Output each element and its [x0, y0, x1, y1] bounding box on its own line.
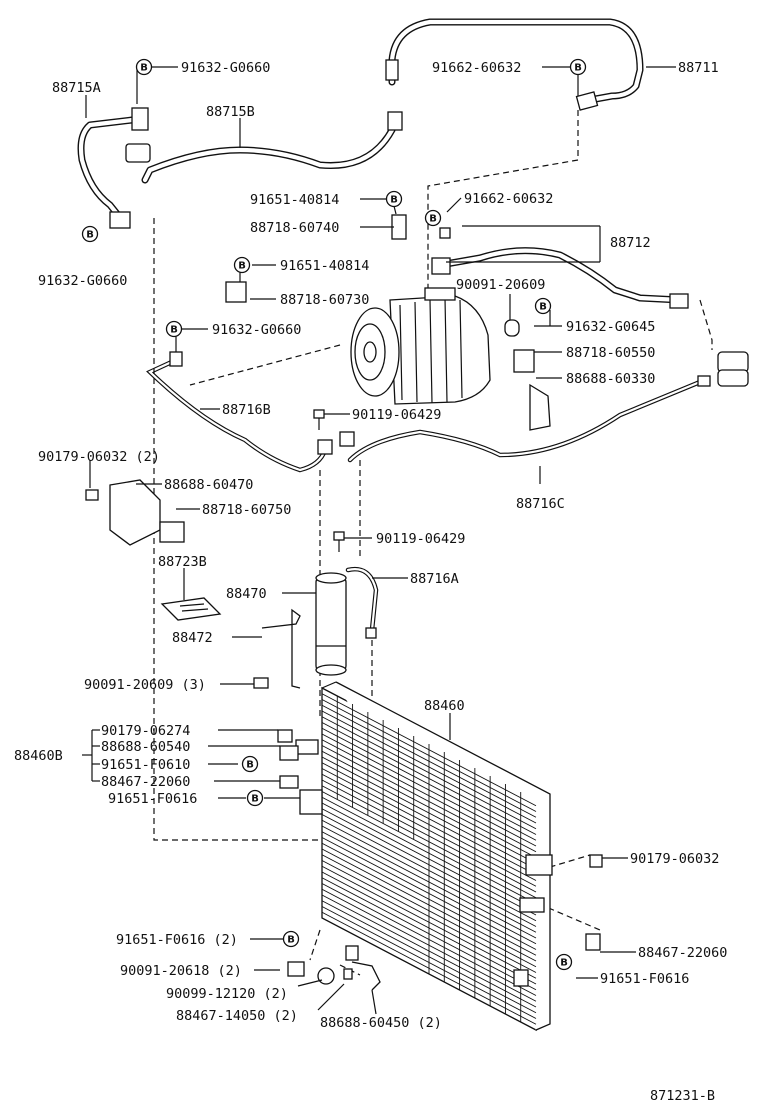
- label-88723B: 88723B: [158, 554, 207, 570]
- svg-text:B: B: [539, 302, 547, 313]
- label-91651-f0616-a: 91651-F0616: [108, 791, 197, 807]
- pad-88723B: [160, 597, 222, 621]
- label-88688-60470: 88688-60470: [164, 477, 253, 493]
- label-91632-g0645: 91632-G0645: [566, 319, 655, 335]
- pipe-88711: [385, 18, 644, 111]
- label-90179-06032: 90179-06032: [630, 851, 719, 867]
- compressor-icon: [350, 287, 520, 405]
- label-88718-60730: 88718-60730: [280, 292, 369, 308]
- svg-text:B: B: [86, 230, 94, 241]
- label-88467-14050-2: 88467-14050 (2): [176, 1008, 298, 1024]
- label-88460B: 88460B: [14, 748, 63, 764]
- label-88688-60540: 88688-60540: [101, 739, 190, 755]
- label-88716B: 88716B: [222, 402, 271, 418]
- condenser-core-mesh: [321, 693, 537, 1025]
- label-91632-g0660-b: 91632-G0660: [38, 273, 127, 289]
- bolt-markers: B B B B B B B B B B B B: [81, 58, 587, 971]
- bolt-marker-icon: B: [241, 755, 259, 773]
- label-90119-06429-a: 90119-06429: [352, 407, 441, 423]
- label-90179-06274: 90179-06274: [101, 723, 190, 739]
- bolt-marker-icon: B: [81, 225, 99, 243]
- label-91651-40814-b: 91651-40814: [280, 258, 369, 274]
- label-88688-60330: 88688-60330: [566, 371, 655, 387]
- label-91632-g0660-c: 91632-G0660: [212, 322, 301, 338]
- label-88718-60550: 88718-60550: [566, 345, 655, 361]
- label-91651-40814-a: 91651-40814: [250, 192, 339, 208]
- condenser-icon: [295, 681, 553, 1032]
- bracket-88688-60470: [85, 479, 185, 546]
- bolt-marker-icon: B: [534, 297, 552, 315]
- label-91662-60632-a: 91662-60632: [432, 60, 521, 76]
- label-88472: 88472: [172, 630, 213, 646]
- svg-text:B: B: [140, 63, 148, 74]
- bolt-marker-icon: B: [569, 58, 587, 76]
- svg-text:B: B: [429, 214, 437, 225]
- label-88470: 88470: [226, 586, 267, 602]
- label-88718-60740: 88718-60740: [250, 220, 339, 236]
- bolt-marker-icon: B: [385, 190, 403, 208]
- pipe-88716B: [146, 351, 333, 473]
- label-91651-f0616-2: 91651-F0616 (2): [116, 932, 238, 948]
- pipe-88716C: [339, 351, 749, 463]
- label-91662-60632-b: 91662-60632: [464, 191, 553, 207]
- svg-text:B: B: [574, 63, 582, 74]
- label-88711: 88711: [678, 60, 719, 76]
- bolt-marker-icon: B: [233, 256, 251, 274]
- bolt-marker-icon: B: [282, 930, 300, 948]
- svg-text:B: B: [287, 935, 295, 946]
- label-91651-f0610: 91651-F0610: [101, 757, 190, 773]
- label-91651-f0616-b: 91651-F0616: [600, 971, 689, 987]
- label-90119-06429-b: 90119-06429: [376, 531, 465, 547]
- label-91632-g0660-a: 91632-G0660: [181, 60, 270, 76]
- svg-text:B: B: [170, 325, 178, 336]
- label-88716A: 88716A: [410, 571, 459, 587]
- receiver-dryer-icon: [315, 572, 347, 676]
- svg-text:B: B: [251, 794, 259, 805]
- svg-text:B: B: [238, 261, 246, 272]
- bolt-marker-icon: B: [246, 789, 264, 807]
- label-90091-20609: 90091-20609: [456, 277, 545, 293]
- pipe-88715A: [77, 107, 149, 229]
- label-90179-06032-2: 90179-06032 (2): [38, 449, 160, 465]
- diagram-code: 871231-B: [650, 1088, 715, 1104]
- label-90091-20618-2: 90091-20618 (2): [120, 963, 242, 979]
- label-88467-22060-a: 88467-22060: [101, 774, 190, 790]
- leader-lines: [82, 66, 676, 1015]
- label-90091-20609-3: 90091-20609 (3): [84, 677, 206, 693]
- label-88715B: 88715B: [206, 104, 255, 120]
- label-88715A: 88715A: [52, 80, 101, 96]
- svg-text:B: B: [390, 195, 398, 206]
- bolt-icon: [313, 409, 345, 552]
- label-90099-12120-2: 90099-12120 (2): [166, 986, 288, 1002]
- bolt-marker-icon: B: [424, 209, 442, 227]
- label-88467-22060-b: 88467-22060: [638, 945, 727, 961]
- label-88712: 88712: [610, 235, 651, 251]
- label-88718-60750: 88718-60750: [202, 502, 291, 518]
- bracket-88472: [253, 608, 301, 689]
- pipe-88716A: [345, 566, 379, 639]
- bolt-marker-icon: B: [165, 320, 183, 338]
- bracket-icon: [225, 214, 551, 431]
- bolt-marker-icon: B: [555, 953, 573, 971]
- svg-text:B: B: [560, 958, 568, 969]
- pipe-88712: [431, 247, 689, 309]
- part-labels: 88715A 88715B 91632-G0660 91662-60632 88…: [14, 60, 727, 1104]
- svg-text:B: B: [246, 760, 254, 771]
- label-88716C: 88716C: [516, 496, 565, 512]
- bolt-marker-icon: B: [135, 58, 153, 76]
- pipe-88715B: [125, 111, 403, 184]
- label-88688-60450-2: 88688-60450 (2): [320, 1015, 442, 1031]
- label-88460: 88460: [424, 698, 465, 714]
